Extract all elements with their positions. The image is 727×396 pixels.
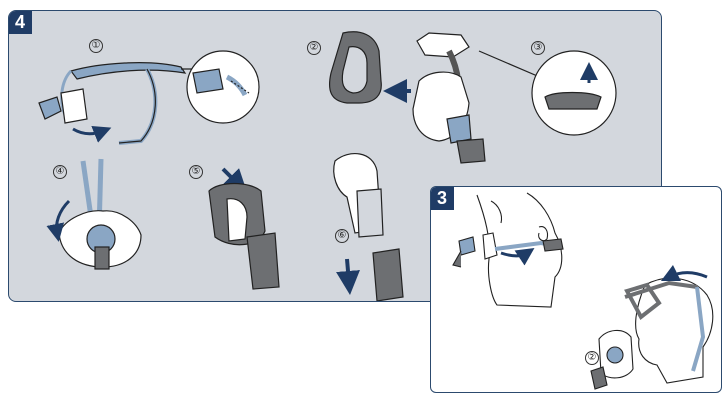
inset-head-1-illustration — [453, 193, 563, 307]
fitting-illustrations — [431, 187, 722, 393]
step-1-headgear-illustration — [39, 51, 259, 143]
step-3-mask-frame-illustration — [413, 33, 616, 163]
inset-head-2-illustration — [591, 273, 713, 390]
step-6-elbow-illustration — [334, 154, 403, 301]
step-2-cushion-illustration — [330, 32, 411, 103]
assembly-panel-3: 3 ① ② — [430, 186, 722, 393]
step-4-mask-illustration — [57, 159, 142, 269]
step-5-elbow-illustration — [209, 169, 279, 289]
